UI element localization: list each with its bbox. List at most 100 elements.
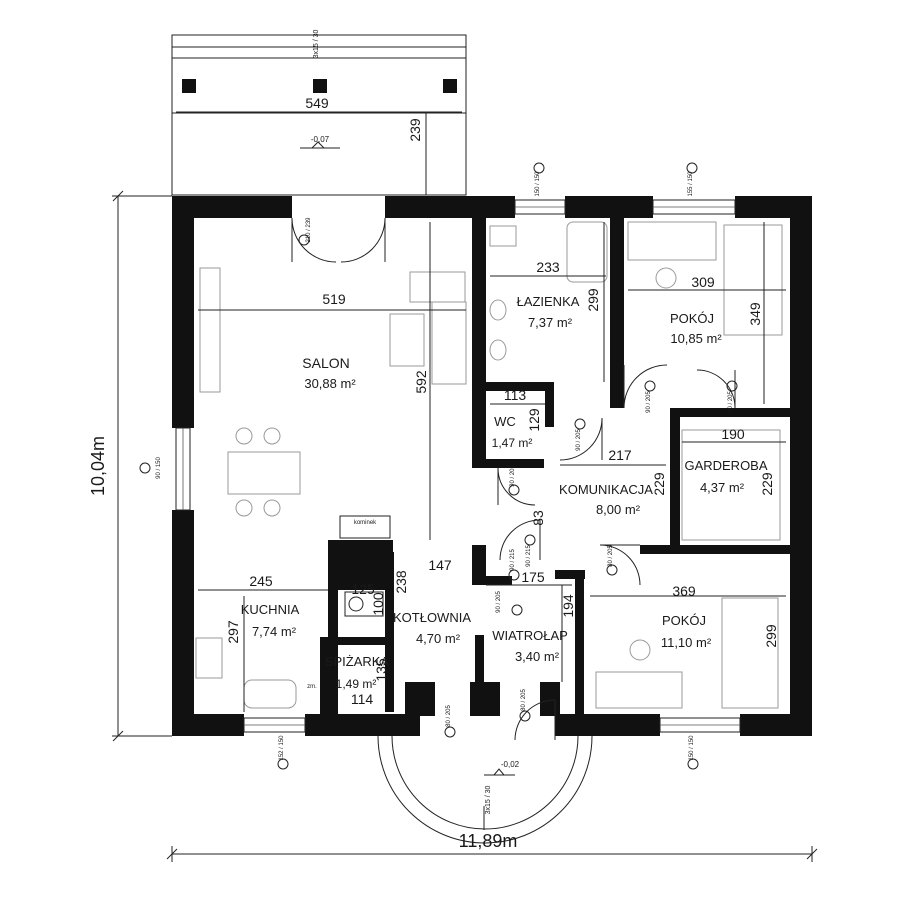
room-name-kuchnia: KUCHNIA [241,602,300,617]
room-area-kotlownia: 4,70 m² [416,631,461,646]
exterior-walls [172,196,812,736]
svg-text:80 / 205: 80 / 205 [608,544,614,566]
terrace-level-label: -0,07 [311,135,330,144]
room-area-garderoba: 4,37 m² [700,480,745,495]
room-name-komunikacja: KOMUNIKACJA [559,482,653,497]
dimension-lines [198,222,786,712]
dim-kotlownia-w: 147 [428,557,452,573]
opening-tag: 80 / 205 [606,544,618,576]
opening-tag: 90 / 150 [139,456,162,479]
opening-tag: 90 / 205 [496,590,523,616]
terrace-column [313,79,327,93]
room-name-wc: WC [494,414,516,429]
svg-text:90 / 205: 90 / 205 [576,428,582,450]
opening-tag: 210 / 239 [298,217,312,246]
room-dimensions: 519 592 233 299 309 349 113 129 190 229 … [225,259,779,707]
room-name-lazienka: ŁAZIENKA [517,294,580,309]
opening-tag: 80 / 205 [519,688,531,722]
opening-tag: 150 / 150 [533,162,545,197]
room-name-spizarka: SPIŻARKA [325,654,390,669]
dim-kuchnia-w: 245 [249,573,273,589]
dim-kotlownia-h: 238 [393,570,409,594]
opening-tag: 90 / 215 [508,548,520,581]
opening-tag: 150 / 150 [687,735,699,770]
dim-spizarka-h: 135 [373,658,389,682]
dim-salon-h: 592 [413,370,429,394]
dim-garderoba-h: 229 [759,472,775,496]
terrace-step-label: 3x15 / 30 [313,29,320,58]
kominek-label: kominek [354,520,377,526]
svg-text:210 / 239: 210 / 239 [306,217,312,243]
room-name-garderoba: GARDEROBA [684,458,767,473]
dim-garderoba-w: 190 [721,426,745,442]
boiler-room-details: kominek zm. [307,515,391,690]
dim-wc-h: 129 [526,408,542,432]
opening-tag: 90 / 205 [508,464,520,496]
svg-text:90 / 205: 90 / 205 [496,590,502,612]
dim-spizarka-w: 114 [351,691,374,707]
terrace-width-dim: 549 [305,95,329,111]
opening-tag: 90 / 205 [574,418,586,451]
room-name-salon: SALON [302,355,349,371]
dim-komunikacja-w: 217 [608,447,632,463]
svg-text:90 / 150: 90 / 150 [156,456,162,478]
terrace-column [443,79,457,93]
dim-pokoj1-w: 309 [691,274,715,290]
entrance-bay: -0,02 3x15 / 30 [377,735,593,844]
terrace: 549 239 3x15 / 30 -0,07 [171,29,467,196]
opening-tags: 210 / 239 90 / 150 150 / 150 155 / 150 9… [139,162,738,770]
svg-text:90 / 205: 90 / 205 [510,464,516,486]
windows [175,199,741,733]
opening-tag: 90 / 215 [524,534,536,567]
dim-lazienka-h: 299 [585,288,601,312]
opening-tag: 152 / 150 [277,735,289,770]
room-name-pokoj2: POKÓJ [662,613,706,628]
svg-text:90 / 205: 90 / 205 [646,390,652,412]
overall-height-dim: 10,04m [88,436,108,496]
dim-kotlownia-w2: 125 [351,581,375,597]
svg-text:152 / 150: 152 / 150 [279,735,285,761]
interior-walls [320,218,790,717]
overall-dimensions: 10,04m 11,89m [88,190,818,862]
room-name-kotlownia: KOTŁOWNIA [393,610,471,625]
svg-text:80 / 205: 80 / 205 [728,390,734,412]
room-area-kuchnia: 7,74 m² [252,624,297,639]
room-area-komunikacja: 8,00 m² [596,502,641,517]
entrance-step-label: 3x15 / 30 [485,785,492,814]
room-area-salon: 30,88 m² [304,376,356,391]
entrance-level-label: -0,02 [501,760,520,769]
room-area-wc: 1,47 m² [492,436,533,450]
svg-text:80 / 205: 80 / 205 [446,704,452,726]
dim-kotlownia-h2: 100 [370,592,386,616]
dim-komunikacja-h: 229 [651,472,667,496]
svg-text:90 / 215: 90 / 215 [510,548,516,570]
room-area-spizarka: 1,49 m² [336,677,377,691]
dim-pokoj2-h: 299 [763,624,779,648]
svg-text:150 / 150: 150 / 150 [535,171,541,197]
dim-pokoj2-w: 369 [672,583,696,599]
room-name-pokoj1: POKÓJ [670,311,714,326]
opening-tag: 90 / 205 [644,380,656,413]
opening-tag: 80 / 205 [726,380,738,413]
room-area-pokoj1: 10,85 m² [670,331,722,346]
svg-text:90 / 215: 90 / 215 [526,544,532,566]
room-labels: SALON 30,88 m² ŁAZIENKA 7,37 m² POKÓJ 10… [241,294,768,691]
overall-width-dim: 11,89m [459,831,518,851]
dim-kuchnia-h: 297 [225,620,241,644]
svg-text:80 / 205: 80 / 205 [521,688,527,710]
dim-lazienka-w: 233 [536,259,560,275]
room-name-wiatrolap: WIATROŁAP [492,628,568,643]
svg-text:155 / 150: 155 / 150 [688,171,694,197]
room-area-lazienka: 7,37 m² [528,315,573,330]
dim-wiatrolap-w: 175 [521,569,545,585]
room-area-pokoj2: 11,10 m² [661,635,712,650]
opening-tag: 155 / 150 [686,162,698,197]
zm-label: zm. [307,684,317,690]
terrace-column [182,79,196,93]
dim-komunikacja-h2: 83 [530,510,546,526]
dim-wiatrolap-h: 194 [560,594,576,618]
terrace-depth-dim: 239 [407,118,423,142]
dim-pokoj1-h: 349 [747,302,763,326]
dim-wc-w: 113 [504,387,527,403]
